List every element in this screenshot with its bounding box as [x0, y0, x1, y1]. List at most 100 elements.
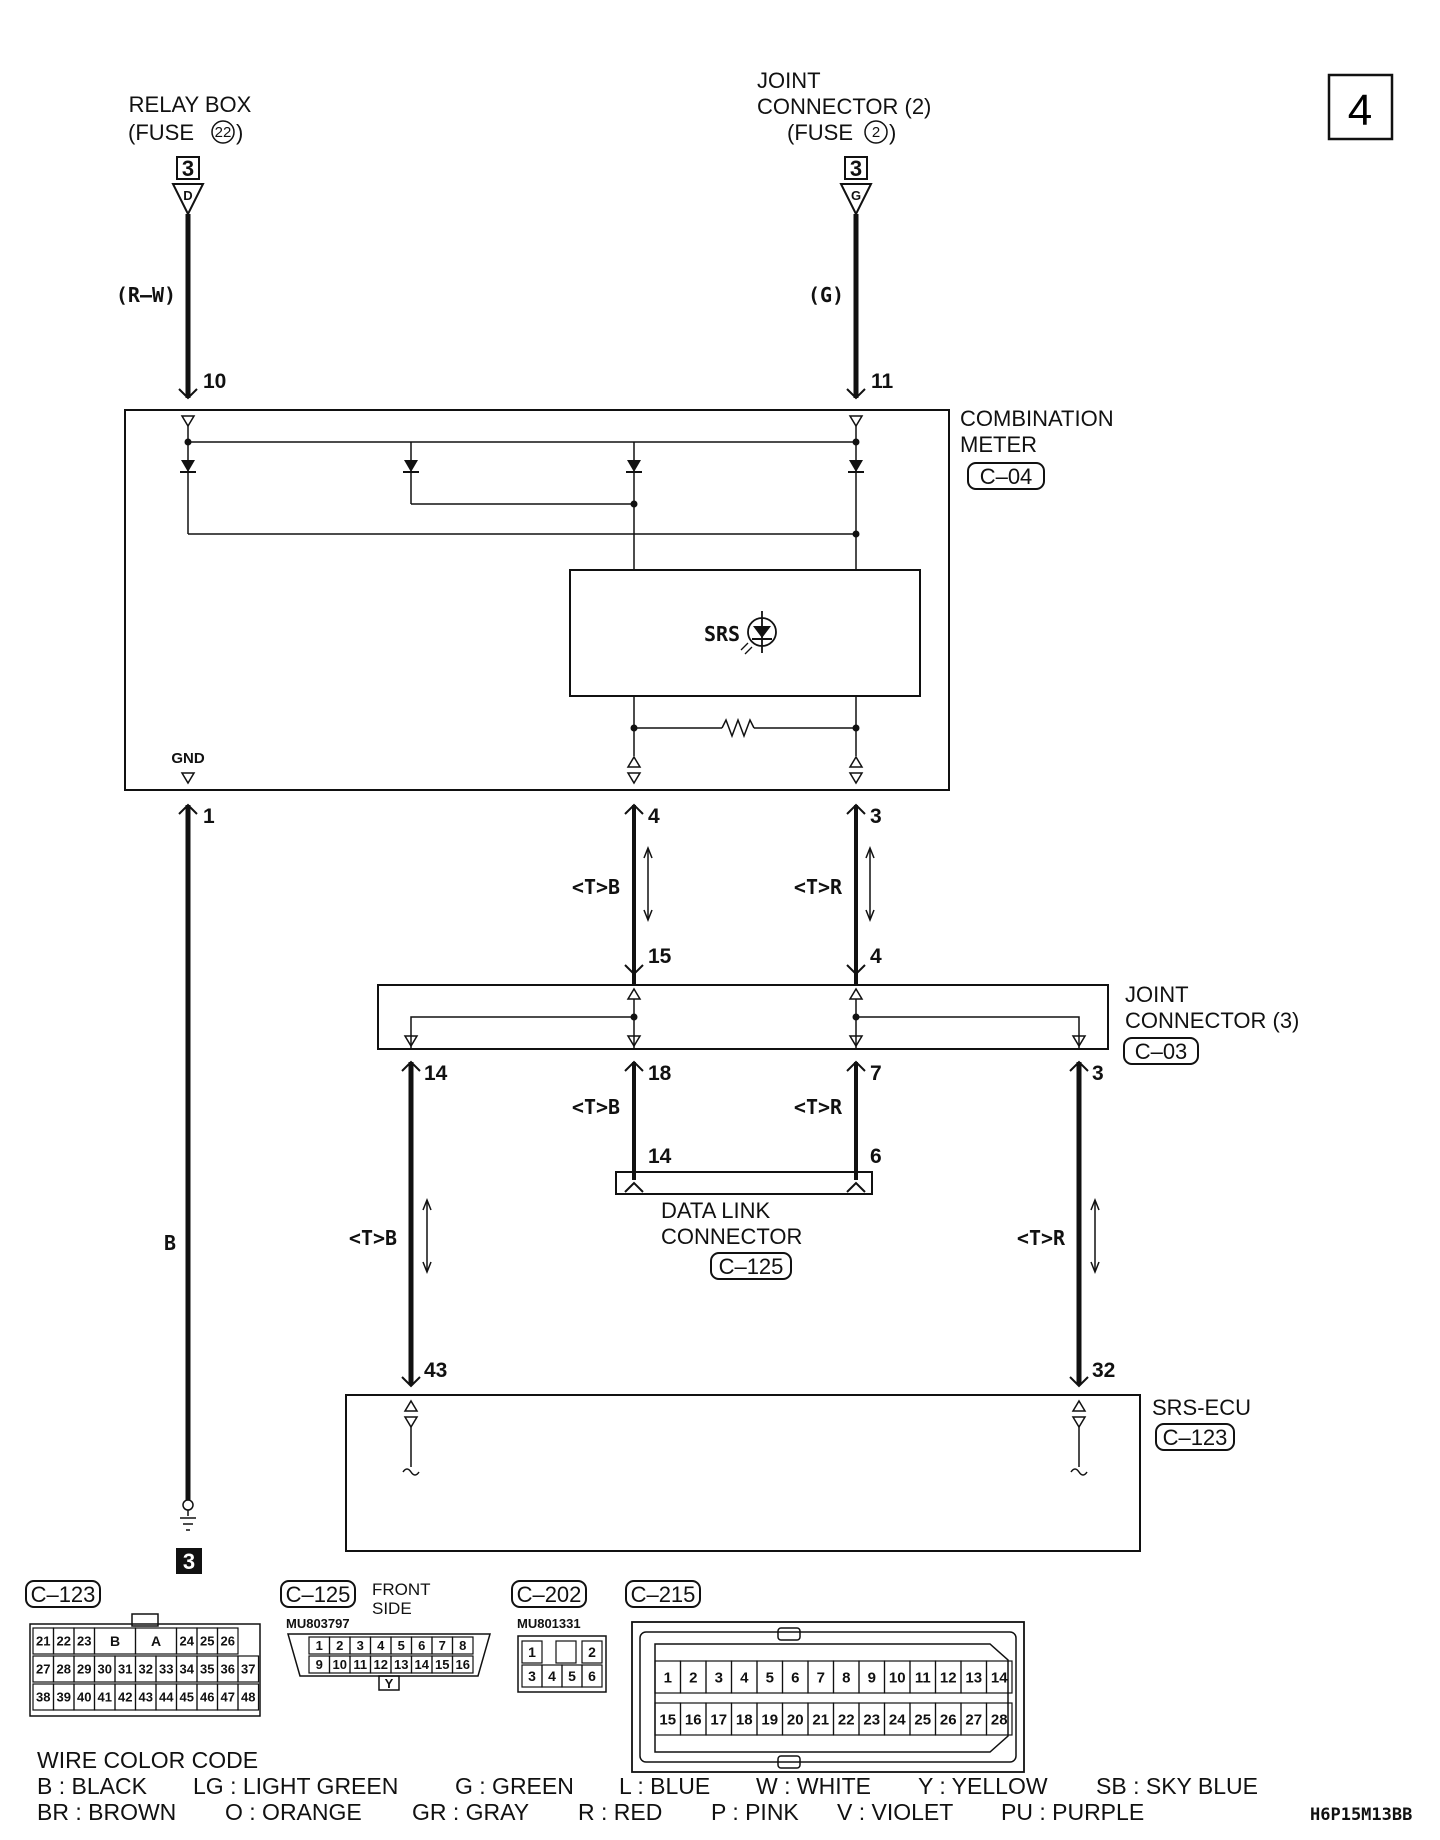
joint-connector-2-terminal: G [851, 188, 861, 203]
legend-title: WIRE COLOR CODE [37, 1747, 258, 1773]
legend-item: PU : PURPLE [1001, 1799, 1144, 1825]
connector-pin-cell [581, 1664, 603, 1688]
legend-item: GR : GRAY [412, 1799, 529, 1825]
pin-4: 4 [648, 805, 660, 828]
pin-14-dlc: 14 [648, 1145, 672, 1168]
connector-pin-label: 36 [221, 1662, 235, 1677]
pin-18: 18 [648, 1062, 672, 1085]
legend-item: L : BLUE [619, 1773, 710, 1799]
connector-pin-label: 8 [842, 1669, 850, 1686]
connector-pin-label: 48 [241, 1690, 255, 1705]
connector-pin-label: 11 [915, 1669, 931, 1686]
pin-14: 14 [424, 1062, 448, 1085]
connector-pin-cell [237, 1655, 260, 1683]
connector-pin-label: 19 [761, 1711, 778, 1728]
connector-pin-cell [216, 1627, 239, 1655]
combination-meter: COMBINATION METER C–04 SRS [124, 406, 1114, 791]
wire-color-b: B [164, 1231, 176, 1255]
bidirectional-arrow-icon [865, 847, 875, 921]
connector-pin-label: 5 [568, 1668, 576, 1684]
relay-box-terminal: D [183, 188, 192, 203]
diode [625, 459, 643, 473]
connector-tag [1155, 1423, 1235, 1451]
data-link-connector-box [615, 1171, 873, 1195]
terminal-triangle [839, 183, 873, 217]
connector-pin-cell [985, 1660, 1013, 1694]
c125-key: Y [385, 1676, 394, 1691]
connector-pin-label: 22 [57, 1634, 71, 1649]
data-link-connector-line2: CONNECTOR [661, 1224, 802, 1249]
legend-item: R : RED [578, 1799, 662, 1825]
connector-pin-label: 13 [394, 1657, 408, 1672]
joint-connector-2-line1: JOINT [757, 68, 821, 93]
connector-pin-label: 1 [528, 1644, 536, 1660]
connector-pin-label: 7 [439, 1638, 446, 1653]
connector-tag [967, 462, 1045, 490]
connector-pin-label: 3 [357, 1638, 364, 1653]
connector-pin-label: 45 [180, 1690, 194, 1705]
connector-pin-label: 12 [374, 1657, 388, 1672]
connector-pin-cell [451, 1636, 474, 1655]
connector-pin-label: 1 [664, 1669, 672, 1686]
srs-warning-lamp-icon [740, 611, 777, 655]
bidirectional-arrow-icon [1090, 1199, 1100, 1273]
relay-box-source: RELAY BOX (FUSE 22 ) 3 D (R–W) 10 [116, 92, 252, 399]
connector-tag [25, 1580, 101, 1608]
ground-ref-badge [176, 1548, 202, 1574]
diode [179, 459, 197, 473]
srs-indicator-label: SRS [704, 622, 740, 646]
gnd-label: GND [171, 750, 205, 767]
connector-pin-label: 6 [418, 1638, 425, 1653]
connector-pin-label: 30 [98, 1662, 112, 1677]
diagram-code: H6P15M13BB [1310, 1805, 1412, 1825]
fuse-number-circle [211, 120, 235, 144]
c125-note-line1: FRONT [372, 1580, 431, 1599]
connector-pin-label: 28 [991, 1711, 1008, 1728]
srs-warning-lamp-box [569, 569, 921, 697]
connector-tag [710, 1252, 792, 1280]
connector-pin-label: 40 [77, 1690, 91, 1705]
connector-pin-label: 23 [77, 1634, 91, 1649]
legend-item: G : GREEN [455, 1773, 574, 1799]
wire-color-t-r: <T>R [794, 875, 843, 899]
c202-label: C–202 [517, 1582, 582, 1607]
wire-color-t-r: <T>R [1017, 1226, 1066, 1250]
combination-meter-connector: C–04 [980, 464, 1033, 489]
connector-pin-label: 6 [791, 1669, 799, 1686]
connector-pin-label: 4 [548, 1668, 556, 1684]
legend-item: V : VIOLET [837, 1799, 953, 1825]
terminal-triangle [171, 183, 205, 217]
pin-6-dlc: 6 [870, 1145, 882, 1168]
srs-ecu-connector: C–123 [1163, 1425, 1228, 1450]
joint-connector-2-connector-box: 3 [850, 156, 862, 181]
c123-label: C–123 [31, 1582, 96, 1607]
connector-pin-label: 35 [200, 1662, 214, 1677]
c125-label: C–125 [286, 1582, 351, 1607]
connector-pin-label: 13 [965, 1669, 982, 1686]
wire-color-legend: WIRE COLOR CODE B : BLACK LG : LIGHT GRE… [37, 1747, 1412, 1825]
relay-box-connector-box: 3 [182, 156, 194, 181]
connector-pin-label: 39 [57, 1690, 71, 1705]
diode [847, 459, 865, 473]
connector-pin-label: 3 [715, 1669, 723, 1686]
connector-box [844, 156, 868, 180]
pin-11: 11 [871, 370, 894, 393]
connector-pin-label: 2 [689, 1669, 697, 1686]
k-line-meter-to-joint: 4 3 <T>B <T>R 15 4 [572, 804, 882, 985]
connector-pin-label: 31 [118, 1662, 132, 1677]
connector-pin-label: A [151, 1633, 161, 1649]
connector-pin-label: 11 [353, 1657, 367, 1672]
connector-pin-label: 7 [817, 1669, 825, 1686]
connector-pin-cell [581, 1640, 603, 1664]
legend-item: BR : BROWN [37, 1799, 176, 1825]
data-link-connector: DATA LINK CONNECTOR C–125 [615, 1171, 873, 1280]
c125-part: MU803797 [286, 1616, 350, 1631]
connector-pin-label: 10 [333, 1657, 347, 1672]
connector-pin-label: 21 [36, 1634, 50, 1649]
connector-pin-label: 16 [685, 1711, 702, 1728]
legend-item: Y : YELLOW [918, 1773, 1048, 1799]
wire-color-t-b: <T>B [349, 1226, 397, 1250]
combination-meter-box [124, 409, 950, 791]
